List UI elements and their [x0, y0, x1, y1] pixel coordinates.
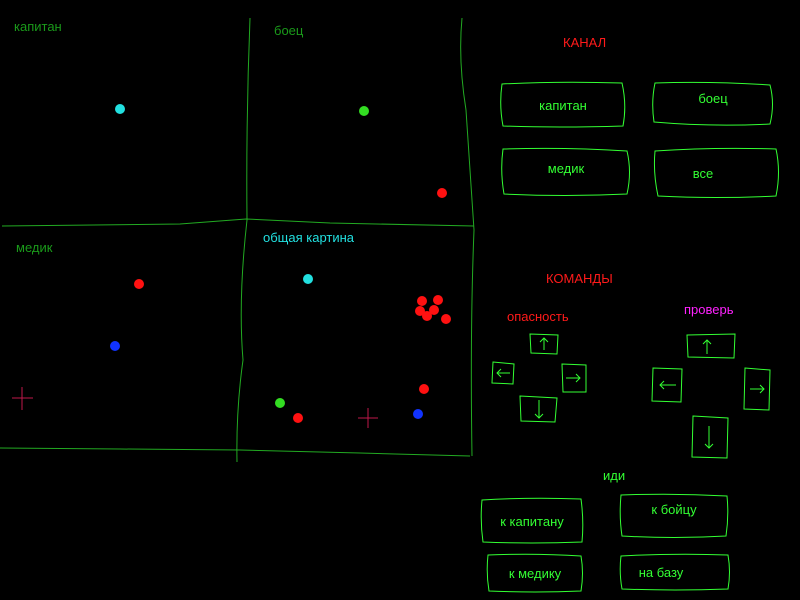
- captain-marker: [303, 274, 313, 284]
- check-up-button[interactable]: [685, 332, 737, 360]
- danger-left-button[interactable]: [490, 360, 516, 386]
- enemy-marker: [419, 384, 429, 394]
- right-arrow-icon: [750, 384, 765, 394]
- go-title: иди: [603, 468, 626, 483]
- enemy-marker: [422, 311, 432, 321]
- quadrant-label-fighter: боец: [274, 23, 304, 38]
- check-down-button[interactable]: [690, 414, 730, 460]
- commands-title: КОМАНДЫ: [546, 271, 613, 286]
- left-arrow-icon: [496, 368, 510, 378]
- check-right-button[interactable]: [742, 366, 772, 412]
- enemy-marker: [415, 306, 425, 316]
- channel-title: КАНАЛ: [563, 35, 607, 50]
- enemy-marker: [134, 279, 144, 289]
- crosshair-icon: [358, 408, 378, 428]
- go-to-medic-button[interactable]: к медику: [485, 552, 585, 594]
- channel-captain-button[interactable]: капитан: [498, 80, 628, 130]
- channel-medic-button[interactable]: медик: [499, 146, 633, 198]
- enemy-marker: [433, 295, 443, 305]
- danger-down-button[interactable]: [517, 394, 559, 424]
- danger-label: опасность: [507, 309, 569, 324]
- crosshair-icon: [12, 387, 33, 410]
- go-to-fighter-button[interactable]: к бойцу: [618, 492, 730, 540]
- fighter-marker: [359, 106, 369, 116]
- channel-all-label: все: [692, 165, 714, 181]
- go-to-captain-label: к капитану: [500, 513, 564, 529]
- go-to-captain-button[interactable]: к капитану: [479, 496, 585, 546]
- enemy-marker: [417, 296, 427, 306]
- up-arrow-icon: [702, 339, 712, 354]
- channel-fighter-label: боец: [698, 90, 728, 106]
- enemy-marker: [293, 413, 303, 423]
- danger-up-button[interactable]: [528, 332, 560, 356]
- fighter-marker: [275, 398, 285, 408]
- enemy-marker: [437, 188, 447, 198]
- down-arrow-icon: [534, 400, 544, 419]
- left-arrow-icon: [659, 380, 676, 390]
- check-label: проверь: [684, 302, 734, 317]
- channel-medic-label: медик: [547, 160, 585, 176]
- check-left-button[interactable]: [650, 366, 684, 404]
- go-to-fighter-label: к бойцу: [651, 501, 697, 517]
- go-to-medic-label: к медику: [508, 565, 562, 581]
- right-arrow-icon: [566, 373, 581, 383]
- medic-marker: [110, 341, 120, 351]
- quadrant-label-medic: медик: [16, 240, 53, 255]
- danger-right-button[interactable]: [560, 362, 588, 394]
- quadrant-label-captain: капитан: [14, 19, 62, 34]
- enemy-marker: [441, 314, 451, 324]
- channel-all-button[interactable]: все: [652, 146, 782, 200]
- medic-marker: [413, 409, 423, 419]
- go-to-base-label: на базу: [638, 564, 684, 580]
- go-to-base-button[interactable]: на базу: [618, 552, 732, 592]
- quadrant-label-overview: общая картина: [263, 230, 355, 245]
- channel-fighter-button[interactable]: боец: [650, 80, 776, 128]
- captain-marker: [115, 104, 125, 114]
- down-arrow-icon: [704, 426, 714, 449]
- enemy-marker: [429, 305, 439, 315]
- channel-captain-label: капитан: [539, 97, 587, 113]
- up-arrow-icon: [539, 337, 549, 350]
